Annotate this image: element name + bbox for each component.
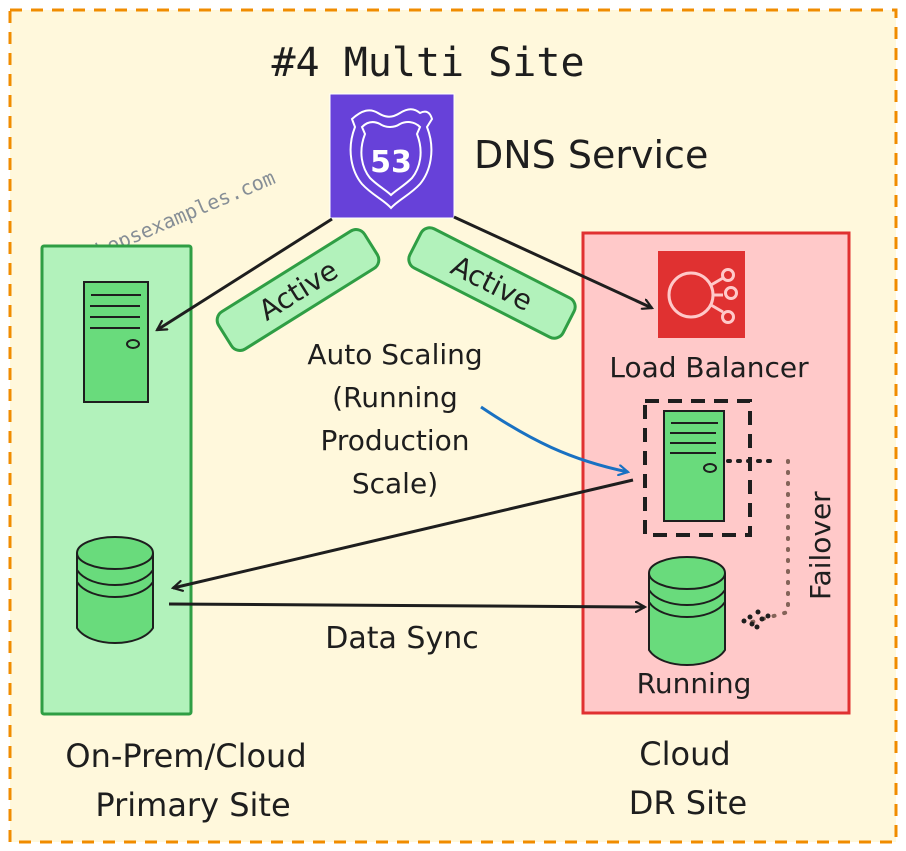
dns-service-node[interactable]: 53 [329,93,455,219]
primary-site-caption-line1: On-Prem/Cloud [65,737,306,775]
dr-server-to-primary-db-arrow [173,478,634,588]
primary-site-caption-line2: Primary Site [95,786,290,824]
svg-text:Production: Production [321,424,470,457]
svg-text:(Running: (Running [332,381,458,414]
dr-server-icon[interactable] [663,410,725,522]
dns-to-dr-arrow [453,215,652,308]
svg-text:Auto Scaling: Auto Scaling [307,338,482,371]
dr-database-icon[interactable] [648,556,726,666]
load-balancer-icon [658,251,745,338]
failover-arrowhead-dots [741,609,771,630]
failover-label: Failover [804,491,837,600]
data-sync-arrow [168,604,645,607]
route53-shield-icon [349,108,434,210]
dr-site-caption-line2: DR Site [629,784,747,822]
auto-scaling-group-box [643,399,752,537]
primary-server-icon[interactable] [83,281,149,403]
dr-database-status-label: Running [637,667,752,700]
load-balancer-label: Load Balancer [609,351,809,384]
svg-text:Scale): Scale) [352,467,438,500]
diagram-title: #4 Multi Site [271,40,584,86]
primary-database-icon[interactable] [76,536,154,644]
active-route-badge-dr: Active [407,226,577,340]
load-balancer-node[interactable] [658,251,745,338]
dr-site-caption-line1: Cloud [639,735,730,773]
dns-badge-number: 53 [370,145,412,180]
dns-to-primary-arrow [157,217,333,332]
auto-scaling-arrow [480,405,628,472]
dns-service-label: DNS Service [474,133,708,177]
data-sync-label: Data Sync [325,621,478,656]
auto-scaling-note: Auto Scaling (Running Production Scale) [307,338,482,500]
